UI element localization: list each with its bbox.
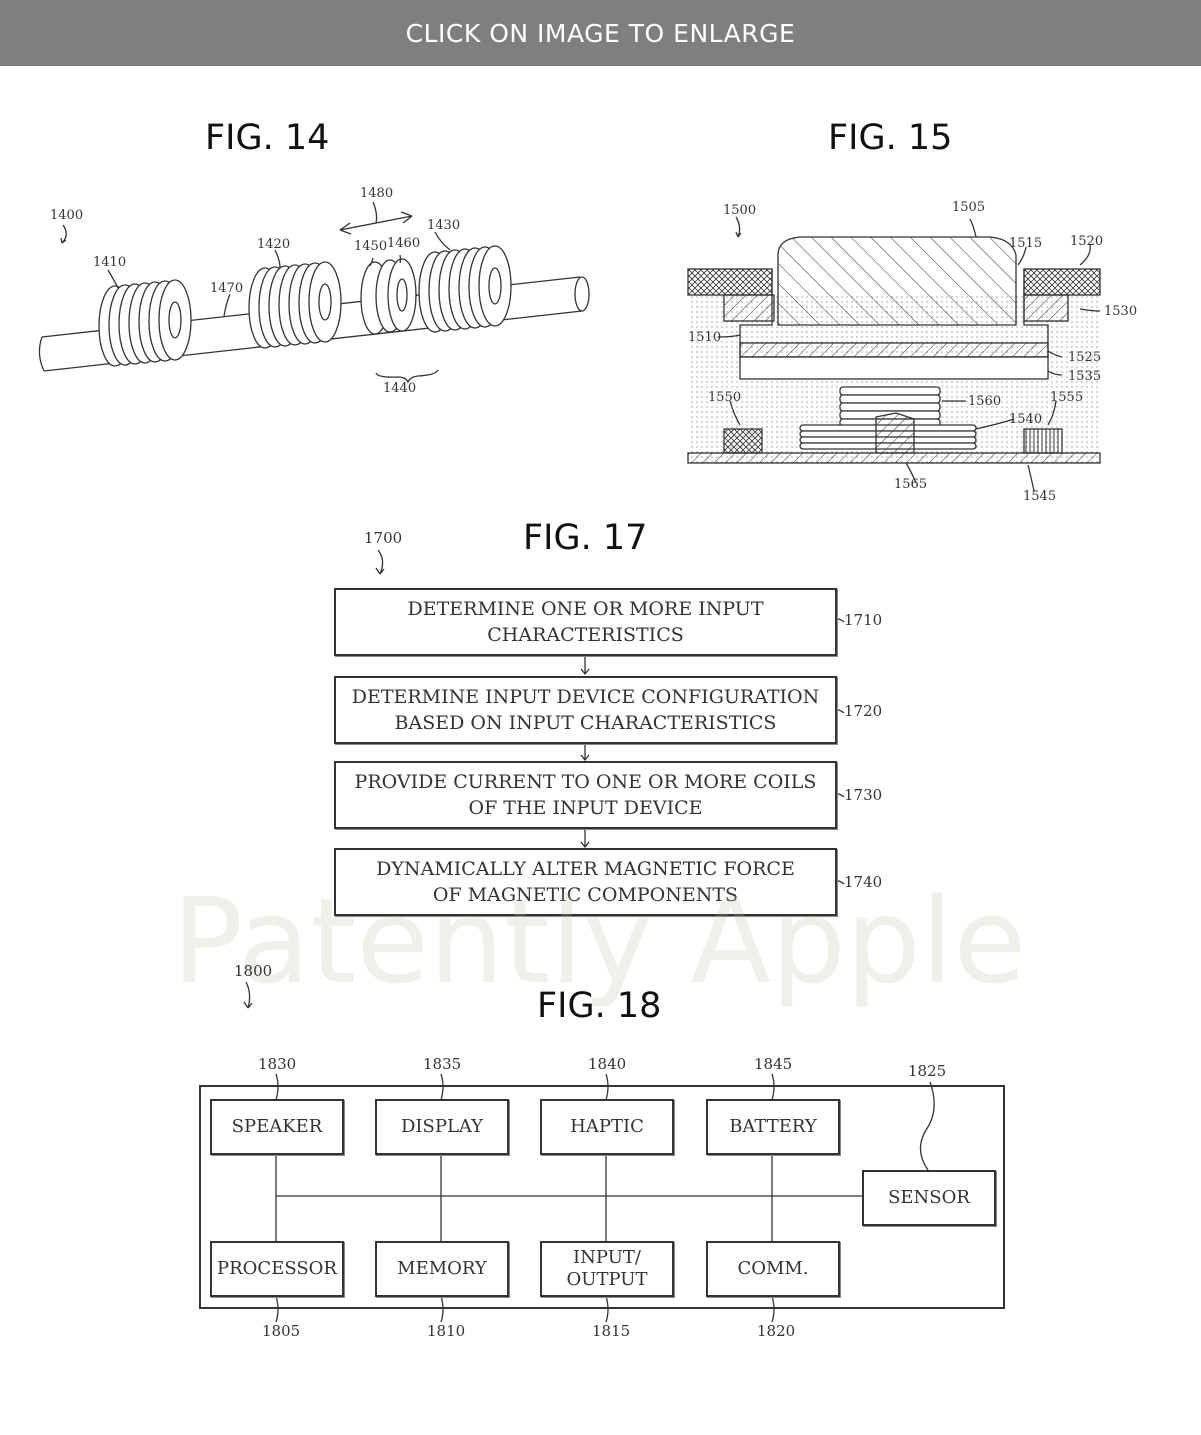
flow-step-1710-line2: CHARACTERISTICS <box>487 624 684 646</box>
flow-step-1730-line2: OF THE INPUT DEVICE <box>468 797 703 819</box>
block-sensor: SENSOR <box>862 1170 996 1226</box>
ref-1700: 1700 <box>364 529 403 547</box>
flow-step-1740-line2: OF MAGNETIC COMPONENTS <box>432 884 739 906</box>
ref-1500: 1500 <box>723 203 757 218</box>
fig14-drawing <box>38 201 590 384</box>
block-sensor-label: SENSOR <box>888 1187 970 1208</box>
block-haptic: HAPTIC <box>540 1099 674 1155</box>
ref-1440: 1440 <box>383 381 417 396</box>
block-memory: MEMORY <box>375 1241 509 1297</box>
block-processor-label: PROCESSOR <box>217 1258 337 1279</box>
ref-1555: 1555 <box>1050 390 1084 405</box>
fig18-title: FIG. 18 <box>537 986 662 1026</box>
block-comm: COMM. <box>706 1241 840 1297</box>
ref-1515: 1515 <box>1009 236 1043 251</box>
ref-1815: 1815 <box>592 1322 631 1340</box>
fig15-title: FIG. 15 <box>828 118 953 158</box>
ref-1540: 1540 <box>1009 412 1043 427</box>
ref-1560: 1560 <box>968 394 1002 409</box>
ref-1830: 1830 <box>258 1055 297 1073</box>
ref-1535: 1535 <box>1068 369 1102 384</box>
flow-step-1740: DYNAMICALLY ALTER MAGNETIC FORCE OF MAGNE… <box>334 848 837 916</box>
block-speaker: SPEAKER <box>210 1099 344 1155</box>
flow-step-1710-line1: DETERMINE ONE OR MORE INPUT <box>407 598 764 620</box>
block-battery-label: BATTERY <box>729 1116 817 1137</box>
ref-1410: 1410 <box>93 255 127 270</box>
block-memory-label: MEMORY <box>397 1258 487 1279</box>
flow-step-1720-line1: DETERMINE INPUT DEVICE CONFIGURATION <box>351 686 820 708</box>
enlarge-banner-text: CLICK ON IMAGE TO ENLARGE <box>405 18 796 48</box>
flow-step-1720: DETERMINE INPUT DEVICE CONFIGURATION BASE… <box>334 676 837 744</box>
ref-1835: 1835 <box>423 1055 462 1073</box>
block-processor: PROCESSOR <box>210 1241 344 1297</box>
ref-1525: 1525 <box>1068 350 1102 365</box>
ref-1545: 1545 <box>1023 489 1057 504</box>
ref-1825: 1825 <box>908 1062 947 1080</box>
ref-1470: 1470 <box>210 281 244 296</box>
block-display-label: DISPLAY <box>400 1116 484 1137</box>
block-input-output: INPUT/OUTPUT <box>540 1241 674 1297</box>
block-input-output-line1: INPUT/ <box>573 1247 641 1268</box>
ref-1820: 1820 <box>757 1322 796 1340</box>
block-input-output-line2: OUTPUT <box>566 1269 648 1290</box>
ref-1800: 1800 <box>234 962 273 980</box>
ref-1450: 1450 <box>354 239 388 254</box>
ref-1710: 1710 <box>844 611 883 629</box>
ref-1740: 1740 <box>844 873 883 891</box>
ref-1845: 1845 <box>754 1055 793 1073</box>
block-comm-label: COMM. <box>737 1258 809 1279</box>
flow-step-1730-line1: PROVIDE CURRENT TO ONE OR MORE COILS <box>354 771 817 793</box>
block-haptic-label: HAPTIC <box>570 1116 644 1137</box>
flow-step-1710: DETERMINE ONE OR MORE INPUT CHARACTERISTI… <box>334 588 837 656</box>
fig15-drawing <box>687 216 1101 492</box>
ref-1480: 1480 <box>360 186 394 201</box>
ref-1430: 1430 <box>427 218 461 233</box>
ref-1460: 1460 <box>387 236 421 251</box>
fig17-title: FIG. 17 <box>523 518 648 558</box>
block-speaker-label: SPEAKER <box>231 1116 323 1137</box>
fig14-title: FIG. 14 <box>205 118 330 158</box>
ref-1805: 1805 <box>262 1322 301 1340</box>
ref-1505: 1505 <box>952 200 986 215</box>
ref-1730: 1730 <box>844 786 883 804</box>
ref-1565: 1565 <box>894 477 928 492</box>
ref-1530: 1530 <box>1104 304 1138 319</box>
ref-1810: 1810 <box>427 1322 466 1340</box>
ref-1510: 1510 <box>688 330 722 345</box>
ref-1420: 1420 <box>257 237 291 252</box>
ref-1400: 1400 <box>50 208 84 223</box>
flow-step-1730: PROVIDE CURRENT TO ONE OR MORE COILS OF T… <box>334 761 837 829</box>
ref-1520: 1520 <box>1070 234 1104 249</box>
enlarge-banner[interactable]: CLICK ON IMAGE TO ENLARGE <box>0 0 1201 66</box>
block-display: DISPLAY <box>375 1099 509 1155</box>
flow-step-1720-line2: BASED ON INPUT CHARACTERISTICS <box>394 712 777 734</box>
ref-1840: 1840 <box>588 1055 627 1073</box>
block-battery: BATTERY <box>706 1099 840 1155</box>
flow-step-1740-line1: DYNAMICALLY ALTER MAGNETIC FORCE <box>376 858 795 880</box>
ref-1720: 1720 <box>844 702 883 720</box>
ref-1550: 1550 <box>708 390 742 405</box>
